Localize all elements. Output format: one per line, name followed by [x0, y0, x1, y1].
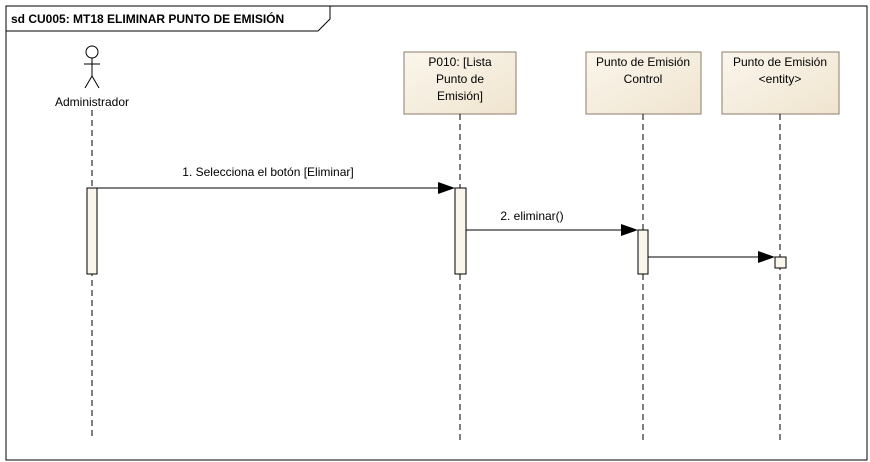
lifeline-p010-line-1: P010: [Lista	[428, 55, 492, 69]
message-1-arrowhead-icon	[438, 182, 455, 194]
lifeline-p010[interactable]: P010: [Lista Punto de Emisión]	[403, 51, 517, 115]
message-2-arrowhead-icon	[621, 224, 638, 236]
lifeline-control-line-1: Punto de Emisión	[596, 55, 690, 69]
activation-p010	[454, 187, 467, 275]
lifeline-box-control	[585, 51, 702, 115]
lifeline-control-line-2: Control	[624, 72, 663, 86]
actor-leg-right	[91, 75, 100, 89]
lifeline-box-entity	[721, 51, 840, 115]
message-2-label: 2. eliminar()	[500, 209, 563, 223]
frame-title: sd CU005: MT18 ELIMINAR PUNTO DE EMISIÓN	[11, 11, 284, 26]
activation-control	[637, 229, 649, 275]
actor-head-icon	[85, 45, 99, 59]
lifeline-entity-line-2: <entity>	[759, 72, 802, 86]
lifeline-control[interactable]: Punto de Emisión Control	[585, 51, 702, 115]
message-3-arrowhead-icon	[758, 251, 775, 263]
actor-administrador[interactable]: Administrador	[55, 45, 129, 109]
activation-actor	[86, 187, 98, 275]
message-2[interactable]: 2. eliminar()	[466, 209, 638, 236]
lifeline-p010-line-3: Emisión]	[437, 89, 483, 103]
frame-title-tab	[5, 5, 331, 32]
actor-leg-left	[84, 75, 93, 89]
lifeline-box-p010	[403, 51, 517, 115]
lifeline-entity[interactable]: Punto de Emisión <entity>	[721, 51, 840, 115]
actor-label: Administrador	[55, 95, 129, 109]
message-1[interactable]: 1. Selecciona el botón [Eliminar]	[97, 165, 455, 194]
activation-entity	[774, 256, 787, 269]
message-3[interactable]	[648, 251, 775, 263]
lifeline-entity-line-1: Punto de Emisión	[733, 55, 827, 69]
lifeline-p010-line-2: Punto de	[436, 72, 484, 86]
message-1-label: 1. Selecciona el botón [Eliminar]	[182, 165, 353, 179]
